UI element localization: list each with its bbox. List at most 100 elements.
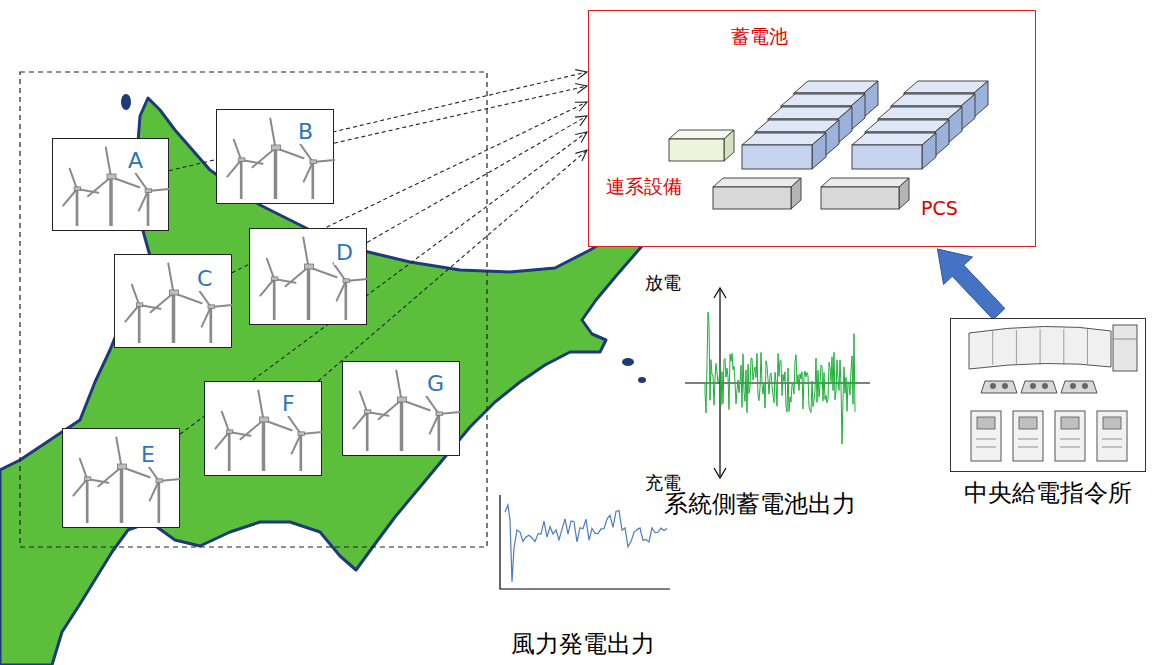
- turbine-tower: [209, 307, 212, 343]
- arrowhead: [575, 116, 587, 126]
- interconnection-equipment: [669, 139, 724, 161]
- island: [622, 358, 634, 366]
- battery-unit: [961, 94, 975, 130]
- dashed-region: [20, 72, 487, 547]
- turbine-tower: [366, 412, 369, 451]
- turbine-blade: [70, 169, 77, 189]
- console-monitor: [1042, 383, 1048, 389]
- battery-unit: [878, 107, 962, 119]
- turbine-blade: [304, 162, 313, 182]
- turbine-tower: [76, 189, 79, 226]
- pcs-unit: [821, 187, 899, 209]
- data-link: [367, 116, 587, 243]
- facility-label: 連系設備: [606, 175, 682, 198]
- facility-label: PCS: [921, 197, 958, 220]
- turbine-blade: [337, 281, 346, 301]
- battery-unit: [935, 120, 949, 156]
- turbine-blade: [125, 305, 139, 322]
- battery-unit: [864, 81, 878, 117]
- pcs-unit: [713, 178, 801, 187]
- control-cabinet: [1055, 411, 1085, 461]
- cabinet-detail: [1102, 447, 1122, 448]
- wind-farm-box: D: [249, 228, 367, 325]
- display-panel: [992, 330, 993, 365]
- operator-console: [1061, 381, 1097, 393]
- turbine-blade: [267, 259, 274, 279]
- turbine-blade: [379, 400, 402, 419]
- turbine-blade: [132, 285, 139, 305]
- turbine-nacelle: [298, 432, 304, 436]
- turbine-blade: [286, 267, 309, 286]
- battery-unit: [852, 145, 922, 169]
- node-illustration: [63, 429, 181, 529]
- turbine-blade: [292, 434, 301, 454]
- battery-unit: [812, 133, 826, 169]
- turbine-nacelle: [271, 145, 280, 150]
- turbine-nacelle: [271, 277, 277, 281]
- equipment-rack: [1113, 339, 1137, 340]
- battery-unit: [852, 133, 936, 145]
- battery-unit: [891, 94, 975, 106]
- turbine-blade: [270, 118, 275, 148]
- turbine-blade: [426, 396, 438, 414]
- chart-axis: [500, 495, 670, 589]
- control-cabinet: [1013, 411, 1043, 461]
- cabinet-detail: [1060, 447, 1080, 448]
- wind-farm-box: F: [204, 381, 322, 476]
- pcs-unit: [713, 187, 791, 209]
- cabinet-detail: [1018, 447, 1038, 448]
- wind-farm-box: B: [216, 109, 334, 204]
- turbine-tower: [172, 293, 176, 343]
- turbine-tower: [311, 162, 314, 199]
- turbine-nacelle: [226, 430, 232, 434]
- turbine-blade: [99, 467, 122, 486]
- battery-unit: [742, 145, 812, 169]
- wind-farm-letter: C: [195, 267, 214, 291]
- turbine-blade: [430, 414, 439, 434]
- turbine-blade: [151, 293, 174, 312]
- battery-unit: [851, 94, 865, 130]
- console-monitor: [1030, 383, 1036, 389]
- node-illustration: [217, 110, 335, 205]
- chart-label: 放電: [645, 272, 681, 294]
- hokkaido-land: [0, 98, 666, 665]
- data-link-line: [367, 116, 587, 243]
- turbine-nacelle: [208, 305, 214, 309]
- wind-farm-letter: B: [296, 120, 315, 144]
- turbine-nacelle: [107, 174, 116, 179]
- battery-facility-box: 蓄電池連系設備PCS: [588, 10, 1036, 247]
- cabinet-detail: [1018, 439, 1038, 440]
- console-monitor: [1002, 383, 1008, 389]
- battery-unit: [768, 107, 852, 119]
- battery-unit: [742, 133, 826, 145]
- arrowhead: [575, 102, 587, 111]
- turbine-tower: [344, 281, 347, 320]
- wind-farm-box: G: [342, 361, 460, 456]
- turbine-blade: [353, 412, 367, 429]
- data-link-line: [334, 86, 587, 143]
- display-panel: [1087, 329, 1088, 365]
- wind-farm-letter: F: [280, 392, 297, 416]
- equipment-rack: [1113, 325, 1137, 371]
- node-illustration: [205, 382, 323, 477]
- interconnection-equipment: [724, 130, 734, 161]
- turbine-blade: [360, 392, 367, 412]
- turbine-nacelle: [436, 412, 442, 416]
- turbine-tower: [273, 279, 276, 320]
- hokkaido-map: [0, 94, 666, 665]
- wind-farm-letter: G: [425, 372, 446, 396]
- cabinet-detail: [976, 439, 996, 440]
- control-cabinet: [1097, 411, 1127, 461]
- arrowhead: [575, 132, 587, 143]
- turbine-blade: [227, 160, 241, 177]
- display-panel: [1063, 329, 1064, 365]
- display-wall: [969, 326, 1111, 369]
- pcs-unit: [899, 178, 909, 209]
- turbine-nacelle: [364, 410, 370, 414]
- console-monitor: [990, 383, 996, 389]
- battery-unit: [974, 81, 988, 117]
- turbine-blade: [63, 189, 77, 206]
- node-illustration: [589, 11, 1037, 248]
- cabinet-screen: [977, 417, 995, 429]
